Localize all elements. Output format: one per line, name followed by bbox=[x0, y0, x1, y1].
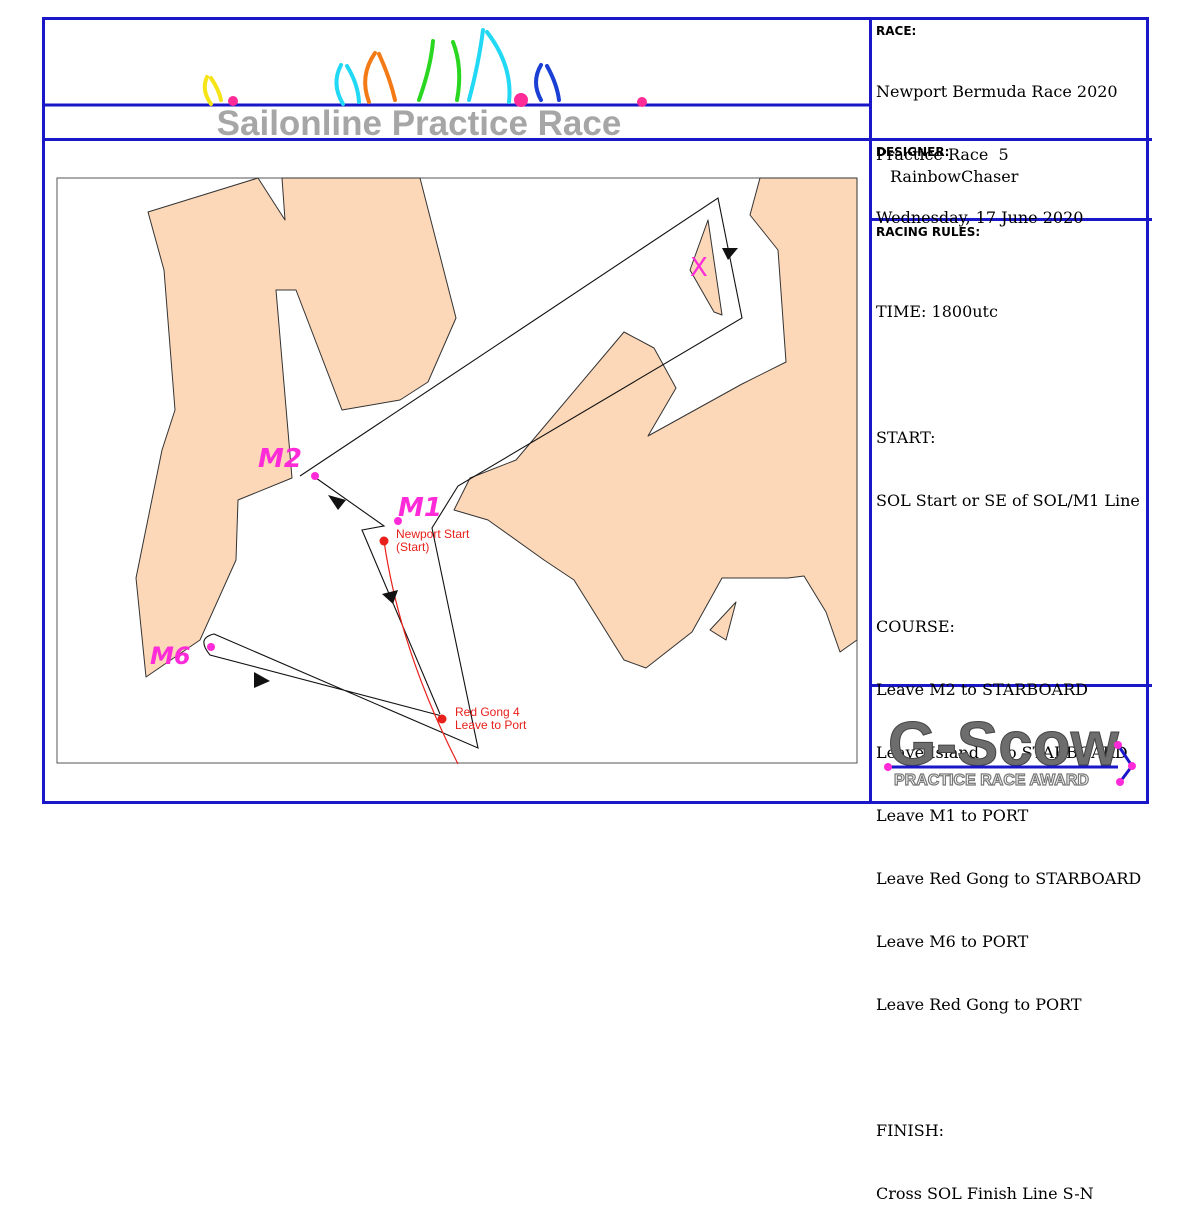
sails-icon bbox=[202, 28, 561, 106]
island-x-label: X bbox=[690, 253, 708, 283]
designer-label: DESIGNER: bbox=[876, 145, 950, 159]
rule-blank bbox=[876, 364, 1141, 385]
course-map: M2 M1 M6 X Newport Start (Start) Red Gon… bbox=[56, 177, 858, 765]
award-logo: G-Scow PRACTICE RACE AWARD bbox=[884, 710, 1136, 790]
gong-sublabel: Leave to Port bbox=[455, 718, 527, 732]
arrow-icon bbox=[722, 248, 738, 260]
arrow-icon bbox=[382, 590, 398, 604]
rule-finish: Cross SOL Finish Line S-N bbox=[876, 1184, 1094, 1203]
header-divider bbox=[42, 138, 872, 141]
rules-divider bbox=[869, 684, 1152, 687]
mark-m1-label: M1 bbox=[398, 493, 442, 523]
rule-course-item: Leave Island X to STARBOARD bbox=[876, 743, 1128, 762]
gong-label: Red Gong 4 bbox=[455, 705, 520, 719]
mark-m2-dot bbox=[311, 472, 319, 480]
start-point bbox=[379, 536, 389, 546]
race-number: Practice Race 5 bbox=[876, 145, 1009, 164]
arrow-icon bbox=[328, 495, 346, 510]
rule-finish-heading: FINISH: bbox=[876, 1121, 945, 1140]
rule-course-item: Leave M1 to PORT bbox=[876, 806, 1029, 825]
rule-blank bbox=[876, 1057, 1141, 1078]
red-gong-point bbox=[437, 714, 447, 724]
logo-subtitle: PRACTICE RACE AWARD bbox=[894, 772, 1089, 789]
rules-label: RACING RULES: bbox=[876, 225, 981, 239]
race-name: Newport Bermuda Race 2020 bbox=[876, 82, 1118, 101]
rule-course-item: Leave M2 to STARBOARD bbox=[876, 680, 1088, 699]
mark-m1-dot bbox=[394, 517, 402, 525]
rule-course-heading: COURSE: bbox=[876, 617, 955, 636]
designer-name: RainbowChaser bbox=[890, 167, 1019, 186]
race-label: RACE: bbox=[876, 24, 917, 38]
direction-arrows bbox=[254, 248, 738, 688]
red-route bbox=[383, 540, 459, 765]
start-label: Newport Start bbox=[396, 527, 470, 541]
rule-course-item: Leave Red Gong to STARBOARD bbox=[876, 869, 1142, 888]
column-divider bbox=[869, 17, 872, 804]
rule-start: SOL Start or SE of SOL/M1 Line bbox=[876, 491, 1140, 510]
race-divider bbox=[869, 138, 1152, 141]
mark-m6-label: M6 bbox=[150, 642, 191, 670]
rule-time: TIME: 1800utc bbox=[876, 302, 998, 321]
outer-frame bbox=[42, 17, 1149, 804]
start-sublabel: (Start) bbox=[396, 540, 429, 554]
header-banner: Sailonline Practice Race bbox=[45, 28, 869, 136]
race-date: Wednesday, 17 June 2020 bbox=[876, 208, 1084, 227]
designer-divider bbox=[869, 218, 1152, 221]
rule-start-heading: START: bbox=[876, 428, 936, 447]
rule-blank bbox=[876, 553, 1141, 574]
mark-m2-label: M2 bbox=[258, 444, 302, 474]
header-title: Sailonline Practice Race bbox=[217, 104, 622, 136]
land-area bbox=[135, 177, 858, 678]
mark-m6-dot bbox=[207, 643, 215, 651]
rule-course-item: Leave M6 to PORT bbox=[876, 932, 1029, 951]
logo-title: G-Scow bbox=[888, 710, 1120, 779]
race-info: Newport Bermuda Race 2020 Practice Race … bbox=[876, 39, 1118, 249]
rule-course-item: Leave Red Gong to PORT bbox=[876, 995, 1082, 1014]
arrow-icon bbox=[254, 672, 270, 688]
